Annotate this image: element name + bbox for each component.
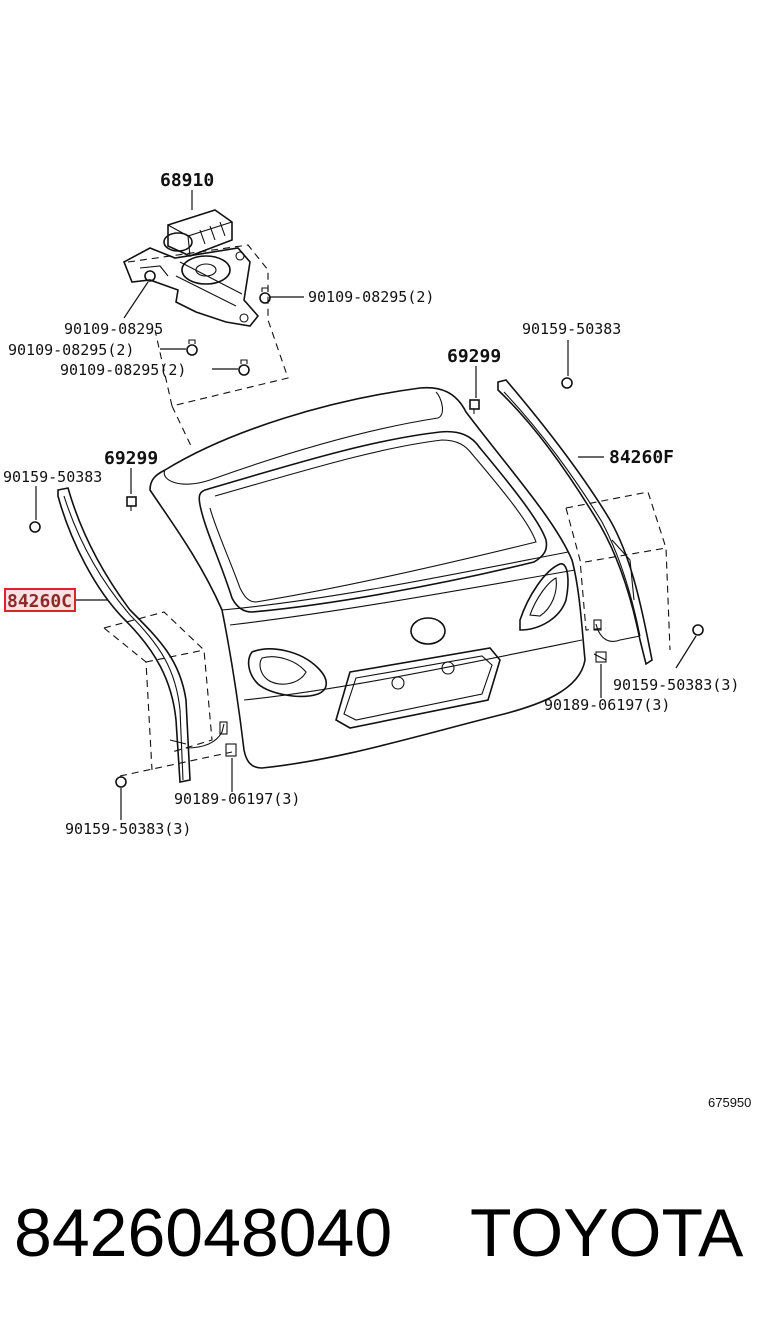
label-clip-right: 69299 [447, 346, 501, 367]
label-screw-top-right: 90159-50383 [522, 320, 621, 338]
weatherstrip-right [497, 379, 671, 666]
back-door-panel [149, 386, 586, 769]
fasteners [29, 270, 704, 788]
screw-top-right-icon [561, 377, 573, 389]
screw-bottom-right-icon [692, 624, 704, 636]
label-bolt-c: 90109-08295(2) [8, 341, 134, 359]
bolt-b-icon [144, 270, 156, 282]
label-bolt-a: 90109-08295(2) [308, 288, 434, 306]
highlight-box [4, 588, 76, 612]
bolt-a-icon [259, 287, 271, 304]
label-bolt-d: 90109-08295(2) [60, 361, 186, 379]
label-weatherstrip-right: 84260F [609, 447, 674, 468]
weatherstrip-left [57, 487, 237, 783]
regulator-motor-assembly [122, 209, 289, 449]
screw-top-left-icon [29, 521, 41, 533]
label-weatherstrip-left[interactable]: 84260C [7, 591, 72, 612]
label-regulator-motor: 68910 [160, 170, 214, 191]
label-screw-bottom-left: 90159-50383(3) [65, 820, 191, 838]
clip-left-icon [126, 496, 137, 511]
bolt-c-icon [186, 339, 198, 356]
clip-right-icon [469, 399, 480, 414]
label-clamp-right: 90189-06197(3) [544, 696, 670, 714]
label-screw-bottom-right: 90159-50383(3) [613, 676, 739, 694]
footer-brand: TOYOTA [470, 1195, 744, 1271]
label-screw-top-left: 90159-50383 [3, 468, 102, 486]
bolt-d-icon [238, 359, 250, 376]
label-clamp-left: 90189-06197(3) [174, 790, 300, 808]
screw-bottom-left-icon [115, 776, 127, 788]
label-bolt-b: 90109-08295 [64, 320, 163, 338]
reference-number: 675950 [708, 1095, 751, 1110]
footer-part-number: 8426048040 [14, 1195, 392, 1271]
leader-lines [35, 190, 697, 820]
label-clip-left: 69299 [104, 448, 158, 469]
